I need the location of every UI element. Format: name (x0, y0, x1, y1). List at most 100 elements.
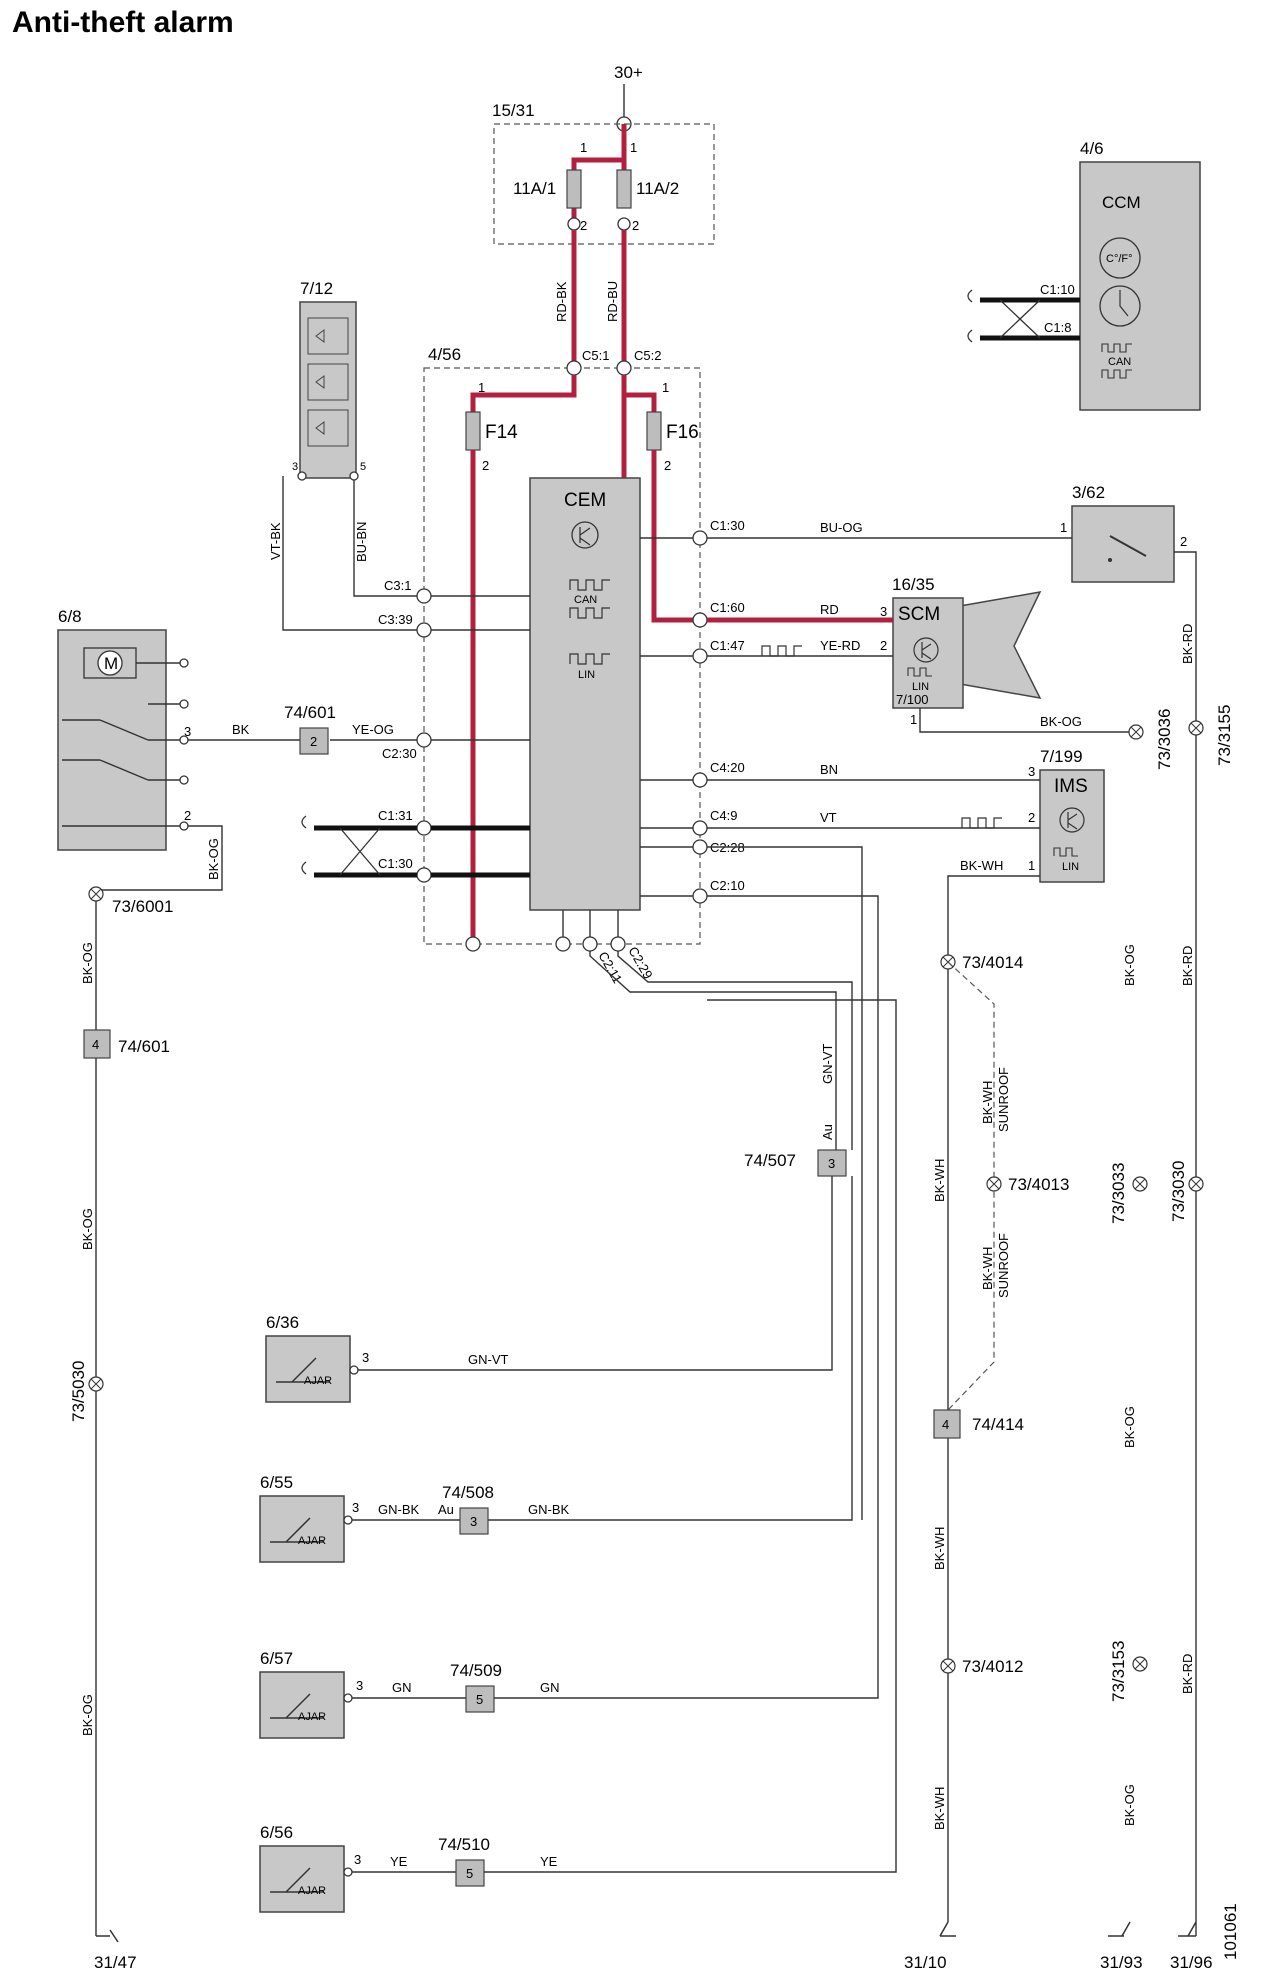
pin-c1-31: C1:31 (378, 808, 413, 823)
splice-74-601b (83, 1029, 111, 1059)
led-module-pin3: 3 (292, 461, 298, 473)
fuse-11a2-pin2: 2 (632, 218, 639, 233)
siren-horn (959, 591, 1042, 699)
wire-bk-wh-3: BK-WH (932, 1787, 947, 1830)
splice-74-508-pin: 3 (470, 1514, 477, 1529)
lock-motor-pin3: 3 (184, 724, 191, 739)
cem-lin-label: LIN (578, 669, 595, 681)
wire-gn-bk-1: GN-BK (378, 1502, 420, 1517)
ims-lin: LIN (1062, 861, 1079, 873)
door-switch-656-pin: 3 (354, 1852, 361, 1867)
ccm-pin-c1-10: C1:10 (1040, 282, 1075, 297)
wire-bk-og-top: BK-OG (206, 838, 221, 880)
fuse-11a2 (616, 169, 632, 209)
ground-point-73-3155 (1188, 720, 1204, 736)
splice-74-507-au: Au (820, 1124, 835, 1140)
fuse-f16-pin2: 2 (664, 458, 671, 473)
document-id: 101061 (1221, 1903, 1240, 1960)
wire-bk-og-scm: BK-OG (1040, 714, 1082, 729)
ims-label: 7/199 (1040, 747, 1083, 766)
fuse-f16-pin1: 1 (662, 380, 669, 395)
wire-ye-rd-label: YE-RD (820, 638, 860, 653)
door-switch-655-label: 6/55 (260, 1473, 293, 1492)
wire-bk-rd-2: BK-RD (1180, 946, 1195, 986)
splice-74-601b-pin: 4 (92, 1037, 99, 1052)
ground-31-96-label: 31/96 (1170, 1953, 1213, 1972)
cem-can-label: CAN (574, 594, 597, 606)
splice-74-509-pin: 5 (476, 1692, 483, 1707)
fuse-f16 (646, 411, 662, 451)
pin-c2-11: C2:11 (595, 949, 625, 986)
ground-point-73-3030 (1188, 1176, 1204, 1192)
wire-bk-og-left3: BK-OG (80, 1694, 95, 1736)
wire-gn-2: GN (540, 1680, 560, 1695)
lock-motor-pin2: 2 (184, 808, 191, 823)
splice-74-507-label: 74/507 (744, 1151, 796, 1170)
scm-label: 16/35 (892, 575, 935, 594)
ccm-temp: C°/F° (1106, 253, 1133, 265)
ccm-can: CAN (1108, 356, 1131, 368)
fuse-11a2-pin1: 1 (630, 140, 637, 155)
wire-bk-wh-sunroof2: BK-WH (980, 1247, 995, 1290)
splice-74-507 (817, 1149, 847, 1177)
ground-point-73-3033 (1132, 1176, 1148, 1192)
ground-73-3036-label: 73/3036 (1155, 709, 1174, 770)
ground-point-73-3036 (1128, 724, 1144, 740)
splice-74-414-label: 74/414 (972, 1415, 1024, 1434)
scm-module (892, 597, 964, 709)
door-switch-657-label: 6/57 (260, 1649, 293, 1668)
ground-31-93 (1108, 1921, 1131, 1937)
pin-c1-30-left: C1:30 (378, 856, 413, 871)
pin-c1-60: C1:60 (710, 600, 745, 615)
wire-bu-og-label: BU-OG (820, 520, 863, 535)
pin-c2-10: C2:10 (710, 878, 745, 893)
wire-bk-og-right3: BK-OG (1122, 1784, 1137, 1826)
motor-symbol: M (104, 654, 118, 673)
fuse-f14 (465, 411, 481, 451)
fuse-f14-pin1: 1 (478, 380, 485, 395)
wire-gn-1: GN (392, 1680, 412, 1695)
splice-74-510 (455, 1859, 485, 1887)
scm-lin: LIN (912, 681, 929, 693)
pin-c4-20: C4:20 (710, 760, 745, 775)
page-title: Anti-theft alarm (12, 6, 234, 39)
ground-point-73-4012 (940, 1658, 956, 1674)
pin-c5-2: C5:2 (634, 348, 661, 363)
wire-sunroof-2: SUNROOF (996, 1233, 1011, 1298)
splice-74-414 (933, 1409, 961, 1439)
scm-pin3: 3 (880, 604, 887, 619)
door-switch-655-pin: 3 (352, 1500, 359, 1515)
wire-ye-og-label: YE-OG (352, 722, 394, 737)
fuse-11a2-label: 11A/2 (636, 179, 679, 198)
fusebox-1531-label: 15/31 (492, 101, 535, 120)
ims-pin2: 2 (1028, 810, 1035, 825)
ccm-label: 4/6 (1080, 139, 1104, 158)
pin-c1-30-right: C1:30 (710, 518, 745, 533)
splice-74-509-label: 74/509 (450, 1661, 502, 1680)
lock-motor-label: 6/8 (58, 607, 82, 626)
cem-enclosure-label: 4/56 (428, 345, 461, 364)
wire-gn-bk-2: GN-BK (528, 1502, 570, 1517)
door-switch-636-ajar: AJAR (304, 1375, 332, 1387)
ground-73-3030-label: 73/3030 (1169, 1161, 1188, 1222)
pin-c2-30-left: C2:30 (382, 746, 417, 761)
door-switch-636 (265, 1335, 351, 1403)
switch-362-pin1: 1 (1060, 520, 1067, 535)
ground-73-5030-label: 73/5030 (69, 1361, 88, 1422)
switch-362-label: 3/62 (1072, 483, 1105, 502)
wire-bu-bn-label: BU-BN (354, 522, 369, 562)
door-switch-657 (259, 1671, 345, 1739)
door-switch-636-label: 6/36 (266, 1313, 299, 1332)
pin-c3-1: C3:1 (384, 578, 411, 593)
cem-module (529, 477, 641, 911)
fuse-11a1-pin2: 2 (580, 218, 587, 233)
ground-73-4013-label: 73/4013 (1008, 1175, 1069, 1194)
door-switch-655 (259, 1495, 345, 1563)
door-switch-656-label: 6/56 (260, 1823, 293, 1842)
splice-74-508-au: Au (438, 1502, 454, 1517)
ground-31-47 (96, 1929, 119, 1943)
fuse-f14-label: F14 (485, 422, 518, 443)
scm-pin1: 1 (910, 712, 917, 727)
pin-c1-47: C1:47 (710, 638, 745, 653)
